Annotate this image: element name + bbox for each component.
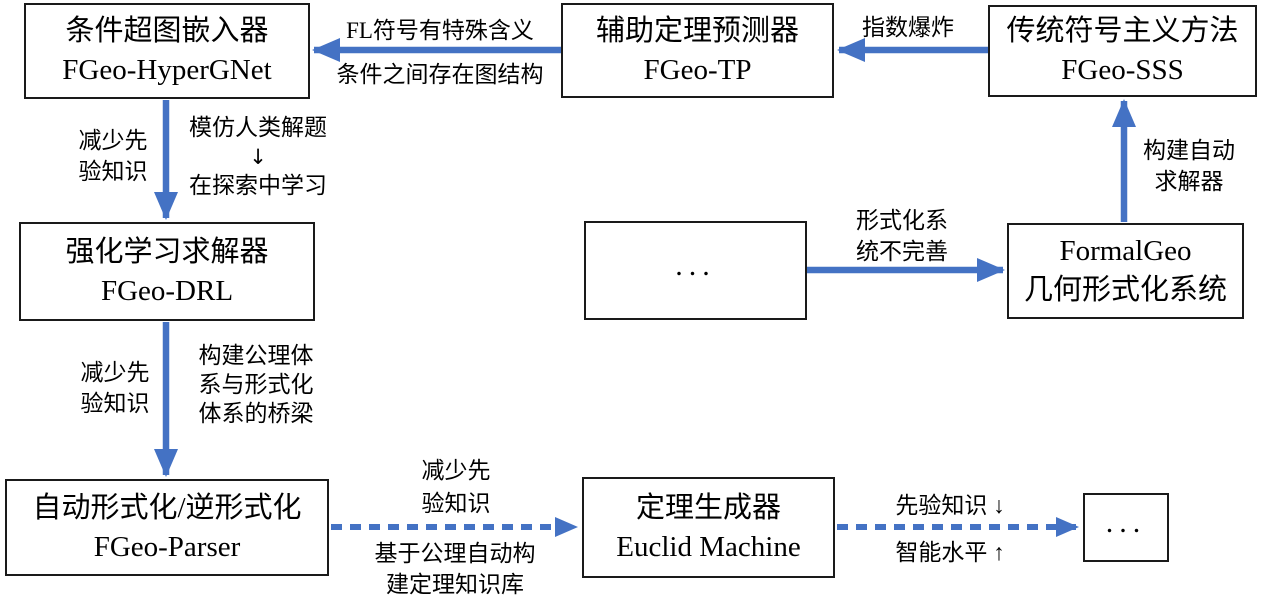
node-drl-subtitle: FGeo-DRL	[100, 274, 234, 307]
node-parser-subtitle: FGeo-Parser	[93, 530, 241, 563]
node-formalgeo-subtitle: 几何形式化系统	[1023, 274, 1227, 306]
label-build-solver: 构建自动 求解器	[1143, 138, 1235, 194]
down-arrow-icon: ↓	[249, 145, 267, 169]
node-mid-ellipsis: ...	[584, 221, 807, 320]
label-reduce-prior-3: 减少先 验知识	[421, 458, 491, 516]
node-end-ellipsis-label: ...	[1105, 505, 1147, 539]
label-intelligence-up: 智能水平 ↑	[895, 540, 1005, 565]
node-hypergnet-subtitle: FGeo-HyperGNet	[62, 54, 272, 86]
label-reduce-prior-2: 减少先 验知识	[80, 360, 150, 416]
node-tp-title: 辅助定理预测器	[595, 14, 799, 47]
label-axiom-bridge: 构建公理体 系与形式化 体系的桥梁	[198, 343, 314, 426]
label-prior-knowledge-down: 先验知识 ↓	[895, 493, 1005, 518]
node-tp-subtitle: FGeo-TP	[643, 53, 752, 86]
node-end-ellipsis: ...	[1083, 493, 1169, 562]
label-formal-system-incomplete: 形式化系 统不完善	[856, 208, 948, 264]
node-formalgeo-title: FormalGeo	[1059, 235, 1192, 267]
label-graph-structure: 条件之间存在图结构	[336, 62, 544, 87]
label-exponential-explosion: 指数爆炸	[862, 15, 954, 40]
node-sss: 传统符号主义方法 FGeo-SSS	[988, 5, 1257, 97]
label-imitate-explore: 模仿人类解题 ↓ 在探索中学习	[179, 114, 337, 200]
node-drl-title: 强化学习求解器	[65, 235, 269, 268]
node-mid-ellipsis-label: ...	[675, 248, 716, 282]
node-euclid-title: 定理生成器	[635, 491, 781, 524]
label-axiom-theorem-kb: 基于公理自动构 建定理知识库	[374, 541, 536, 597]
label-fl-symbols: FL符号有特殊含义	[346, 18, 534, 43]
label-imitate-human: 模仿人类解题	[189, 115, 327, 140]
node-hypergnet-title: 条件超图嵌入器	[65, 15, 269, 47]
node-euclid: 定理生成器 Euclid Machine	[582, 477, 835, 578]
node-sss-subtitle: FGeo-SSS	[1061, 54, 1184, 86]
node-parser-title: 自动形式化/逆形式化	[32, 491, 302, 524]
label-reduce-prior-1: 减少先 验知识	[78, 128, 148, 184]
node-drl: 强化学习求解器 FGeo-DRL	[19, 222, 315, 321]
node-parser: 自动形式化/逆形式化 FGeo-Parser	[5, 479, 329, 576]
node-tp: 辅助定理预测器 FGeo-TP	[561, 3, 834, 98]
node-euclid-subtitle: Euclid Machine	[616, 530, 801, 563]
node-formalgeo: FormalGeo 几何形式化系统	[1007, 223, 1244, 319]
node-sss-title: 传统符号主义方法	[1006, 15, 1239, 47]
label-learn-exploring: 在探索中学习	[189, 173, 327, 198]
node-hypergnet: 条件超图嵌入器 FGeo-HyperGNet	[24, 3, 310, 99]
